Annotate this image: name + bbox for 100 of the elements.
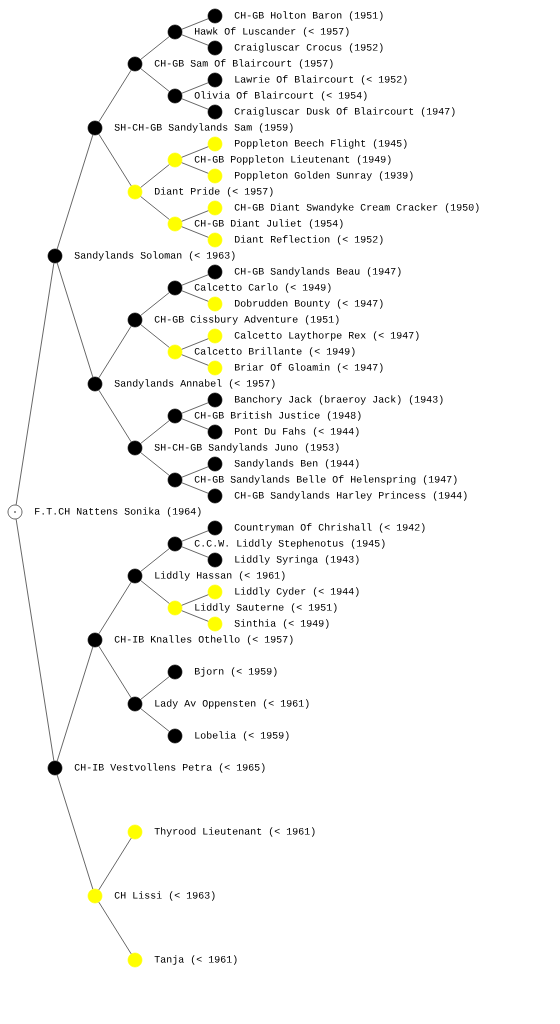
tree-node: CH-GB Poppleton Lieutenant (1949) (167, 152, 391, 168)
node-label: Diant Reflection (< 1952) (234, 235, 383, 245)
connector-line (181, 290, 209, 302)
tree-node: Banchory Jack (braeroy Jack) (1943) (207, 392, 443, 408)
tree-node: Pont Du Fahs (< 1944) (207, 424, 359, 440)
tree-node: Briar Of Gloamin (< 1947) (207, 360, 383, 376)
connector-line (56, 262, 94, 378)
connector-line (98, 645, 132, 699)
tree-node: Olivia Of Blaircourt (< 1954) (167, 88, 367, 104)
connector-line (181, 354, 209, 366)
node-label: CH-GB Sam Of Blaircourt (1957) (154, 59, 333, 69)
connector-line (181, 466, 209, 478)
node-label: Pont Du Fahs (< 1944) (234, 427, 359, 437)
tree-node: Calcetto Laythorpe Rex (< 1947) (207, 328, 419, 344)
node-label: SH-CH-GB Sandylands Sam (1959) (114, 123, 293, 133)
tree-node: Sinthia (< 1949) (207, 616, 329, 632)
connector-line (98, 581, 132, 635)
tree-node: Sandylands Soloman (< 1963) (47, 248, 235, 264)
node-label: Sandylands Ben (1944) (234, 459, 359, 469)
connector-line (181, 162, 209, 174)
connector-line (140, 420, 170, 444)
node-label: CH-GB Holton Baron (1951) (234, 11, 383, 21)
tree-node: CH-GB Sandylands Harley Princess (1944) (207, 488, 467, 504)
connector-line (181, 530, 209, 542)
tree-node: CH-GB Sam Of Blaircourt (1957) (127, 56, 333, 72)
node-label: CH-GB Sandylands Beau (1947) (234, 267, 401, 277)
node-label: Banchory Jack (braeroy Jack) (1943) (234, 395, 443, 405)
connector-line (98, 389, 132, 443)
node-label: Lobelia (< 1959) (195, 731, 289, 741)
node-label: Calcetto Carlo (< 1949) (194, 283, 331, 293)
tree-node: Diant Reflection (< 1952) (207, 232, 383, 248)
node-label: CH-GB Cissbury Adventure (1951) (154, 315, 339, 325)
tree-node: Lobelia (< 1959) (167, 728, 289, 744)
connector-line (98, 837, 132, 891)
node-label: Craigluscar Crocus (1952) (234, 43, 383, 53)
tree-node: Thyrood Lieutenant (< 1961) (127, 824, 315, 840)
connector-line (140, 580, 170, 604)
connector-line (140, 676, 170, 700)
tree-node: Liddly Cyder (< 1944) (207, 584, 359, 600)
connector-line (181, 610, 209, 622)
connector-line (181, 34, 209, 46)
connector-line (98, 69, 132, 123)
node-label: Calcetto Brillante (< 1949) (194, 347, 355, 357)
tree-node: Lady Av Oppensten (< 1961) (127, 696, 309, 712)
tree-node: CH-GB Cissbury Adventure (1951) (127, 312, 339, 328)
node-label: CH-GB Sandylands Belle Of Helenspring (1947) (194, 475, 457, 485)
node-label: Sinthia (< 1949) (234, 619, 329, 629)
connector-line (140, 324, 170, 348)
connector-line (181, 402, 209, 414)
connector-line (181, 418, 209, 430)
tree-node: CH-GB Diant Swandyke Cream Cracker (1950) (207, 200, 479, 216)
tree-node: Sandylands Ben (1944) (207, 456, 359, 472)
node-label: CH-IB Vestvollens Petra (< 1965) (74, 763, 265, 773)
node-label: Thyrood Lieutenant (< 1961) (154, 827, 315, 837)
connector-line (181, 274, 209, 286)
node-label: CH-GB Sandylands Harley Princess (1944) (234, 491, 467, 501)
tree-node: Liddly Syringa (1943) (207, 552, 359, 568)
tree-node: C.C.W. Liddly Stephenotus (1945) (167, 536, 385, 552)
connector-line (181, 482, 209, 494)
connector-line (56, 774, 94, 890)
tree-node: Dobrudden Bounty (< 1947) (207, 296, 383, 312)
tree-node: CH Lissi (< 1963) (87, 888, 215, 904)
node-label: SH-CH-GB Sandylands Juno (1953) (154, 443, 339, 453)
connector-line (181, 338, 209, 350)
connector-line (181, 226, 209, 238)
tree-node: SH-CH-GB Sandylands Juno (1953) (127, 440, 339, 456)
tree-node: CH-IB Knalles Othello (< 1957) (87, 632, 293, 648)
node-label: Poppleton Beech Flight (1945) (234, 139, 407, 149)
tree-node: Liddly Sauterne (< 1951) (167, 600, 337, 616)
connector-line (181, 546, 209, 558)
tree-node: Liddly Hassan (< 1961) (127, 568, 285, 584)
node-label: Briar Of Gloamin (< 1947) (234, 363, 383, 373)
tree-node: CH-GB Sandylands Belle Of Helenspring (1947) (167, 472, 457, 488)
connector-line (181, 98, 209, 110)
connector-line (140, 68, 170, 92)
connector-line (140, 164, 170, 188)
node-label: Bjorn (< 1959) (194, 667, 277, 677)
connector-line (140, 452, 170, 476)
node-label: CH-GB Poppleton Lieutenant (1949) (194, 155, 391, 165)
tree-node: Craigluscar Dusk Of Blaircourt (1947) (207, 104, 455, 120)
tree-node: Bjorn (< 1959) (167, 664, 277, 680)
connector-line (140, 36, 170, 60)
node-label: Poppleton Golden Sunray (1939) (234, 171, 413, 181)
node-label: C.C.W. Liddly Stephenotus (1945) (194, 539, 385, 549)
connector-line (140, 708, 170, 732)
node-label: CH-GB Diant Swandyke Cream Cracker (1950) (234, 203, 479, 213)
connector-line (98, 133, 132, 187)
node-label: Tanja (< 1961) (154, 955, 237, 965)
node-label: Sandylands Soloman (< 1963) (74, 251, 235, 261)
node-label: Craigluscar Dusk Of Blaircourt (1947) (234, 107, 455, 117)
node-label: CH-GB Diant Juliet (1954) (194, 219, 343, 229)
tree-node: Lawrie Of Blaircourt (< 1952) (207, 72, 407, 88)
connector-line (98, 901, 132, 955)
tree-node: Hawk Of Luscander (< 1957) (167, 24, 349, 40)
tree-node: CH-GB Diant Juliet (1954) (167, 216, 343, 232)
tree-node: Poppleton Beech Flight (1945) (207, 136, 407, 152)
tree-node: Countryman Of Chrishall (< 1942) (207, 520, 425, 536)
connector-line (140, 196, 170, 220)
node-label: Calcetto Laythorpe Rex (< 1947) (234, 331, 419, 341)
node-label: Diant Pride (< 1957) (154, 187, 273, 197)
